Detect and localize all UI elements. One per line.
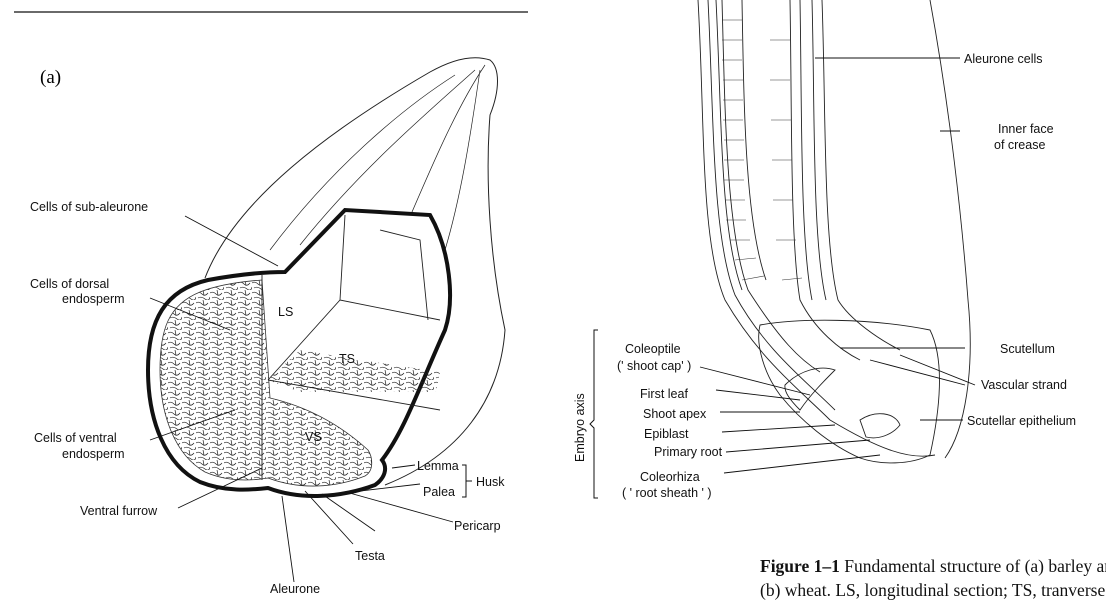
label-coleoptile-2: (' shoot cap' ) (617, 359, 691, 373)
husk-bracket (462, 465, 472, 497)
label-aleurone: Aleurone (270, 582, 320, 596)
figure-caption: Figure 1–1 Fundamental structure of (a) … (760, 554, 1106, 602)
label-vs: VS (305, 430, 322, 444)
label-dorsal-2: endosperm (62, 292, 125, 306)
label-coleorhiza-2: ( ' root sheath ' ) (622, 486, 712, 500)
label-husk: Husk (476, 475, 505, 489)
aleurone-cell-column (722, 0, 820, 372)
label-sub-aleurone: Cells of sub-aleurone (30, 200, 148, 214)
barley-grain-drawing (148, 58, 505, 582)
label-shoot-apex: Shoot apex (643, 407, 707, 421)
label-inner-face-2: of crease (994, 138, 1045, 152)
label-pericarp: Pericarp (454, 519, 501, 533)
label-primary-root: Primary root (654, 445, 723, 459)
label-epiblast: Epiblast (644, 427, 689, 441)
crease-radial-hatch (770, 40, 802, 280)
label-testa: Testa (355, 549, 385, 563)
label-coleorhiza-1: Coleorhiza (640, 470, 700, 484)
label-ls: LS (278, 305, 293, 319)
label-ventral-1: Cells of ventral (34, 431, 117, 445)
label-first-leaf: First leaf (640, 387, 688, 401)
label-scutellum: Scutellum (1000, 342, 1055, 356)
label-ventral-2: endosperm (62, 447, 125, 461)
caption-line-1-text: Fundamental structure of (a) barley and (840, 556, 1106, 576)
caption-line-2: (b) wheat. LS, longitudinal section; TS,… (760, 578, 1106, 602)
panel-a-label: (a) (40, 67, 61, 88)
label-ts: TS (339, 352, 355, 366)
label-vascular-strand: Vascular strand (981, 378, 1067, 392)
label-aleurone-cells: Aleurone cells (964, 52, 1043, 66)
label-palea: Palea (423, 485, 455, 499)
figure-number: Figure 1–1 (760, 556, 840, 576)
outer-layers (698, 0, 935, 456)
label-ventral-furrow: Ventral furrow (80, 504, 158, 518)
caption-line-1: Figure 1–1 Fundamental structure of (a) … (760, 554, 1106, 578)
embryo-axis-brace (590, 330, 598, 498)
label-scutellar-epithelium: Scutellar epithelium (967, 414, 1076, 428)
label-dorsal-1: Cells of dorsal (30, 277, 109, 291)
label-embryo-axis: Embryo axis (573, 393, 587, 462)
label-inner-face-1: Inner face (998, 122, 1054, 136)
wheat-grain-drawing (590, 0, 975, 498)
label-lemma: Lemma (417, 459, 459, 473)
label-coleoptile-1: Coleoptile (625, 342, 681, 356)
